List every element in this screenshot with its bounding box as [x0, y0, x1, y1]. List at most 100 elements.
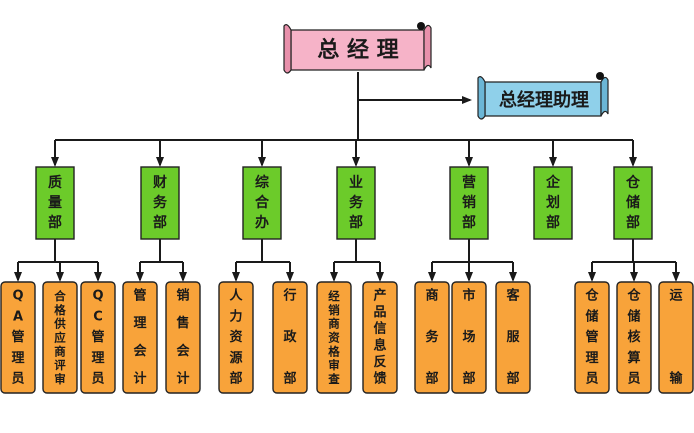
team-label-char: A — [13, 309, 23, 324]
team-label-char: 部 — [283, 371, 296, 387]
team-label-char: 息 — [373, 337, 386, 353]
assistant-label: 总经理助理 — [499, 89, 589, 111]
team-label-char: 应 — [54, 331, 66, 345]
team-label-char: C — [93, 309, 103, 324]
team-label-char: 客 — [506, 288, 520, 304]
department-label-char: 质 — [48, 174, 62, 191]
department-label-char: 业 — [349, 175, 363, 191]
team-label-char: 储 — [626, 308, 640, 324]
team-label-char: 核 — [627, 329, 640, 345]
department-label-char: 合 — [255, 194, 270, 211]
team-box: 运输 — [658, 281, 694, 394]
team-label-char: 评 — [54, 358, 66, 372]
department-box: 营销部 — [449, 166, 489, 240]
team-label-char: 理 — [11, 351, 24, 366]
department-label-char: 部 — [546, 214, 560, 231]
team-label-char: 反 — [373, 354, 386, 370]
team-label-char: 行 — [282, 288, 296, 304]
team-label-char: 市 — [462, 288, 475, 304]
team-label-char: 会 — [176, 343, 190, 359]
team-label-char: 人 — [229, 288, 243, 304]
assistant-banner: 总经理助理 — [477, 72, 609, 120]
team-label-char: 资 — [229, 329, 242, 345]
team-label-char: 仓 — [584, 288, 599, 304]
team-label-char: 理 — [133, 316, 146, 331]
department-label-char: 综 — [255, 174, 269, 191]
team-label-char: 部 — [506, 371, 519, 387]
department-label-char: 储 — [625, 194, 640, 211]
team-label-char: 管 — [585, 329, 598, 345]
department-label-char: 部 — [626, 214, 640, 231]
pin-icon — [417, 22, 425, 30]
team-label-char: 审 — [328, 358, 340, 372]
team-label-char: 仓 — [626, 288, 641, 304]
team-label-char: 销 — [328, 303, 340, 317]
team-label-char: 服 — [506, 330, 520, 345]
team-label-char: 商 — [54, 344, 66, 358]
department-label-char: 务 — [153, 194, 168, 211]
department-label-char: 销 — [462, 194, 476, 211]
team-label-char: 审 — [54, 372, 66, 386]
team-label-char: 部 — [462, 371, 475, 387]
department-label-char: 务 — [349, 194, 364, 211]
department-box: 质量部 — [35, 166, 75, 240]
team-label-char: 管 — [91, 329, 104, 345]
team-label-char: 销 — [176, 288, 189, 304]
team-label-char: 商 — [425, 288, 438, 304]
team-label-char: 产 — [373, 288, 386, 304]
department-label-char: 量 — [48, 195, 62, 211]
department-label-char: 营 — [462, 174, 476, 191]
ceo-banner: 总 经 理 — [283, 22, 432, 74]
team-label-char: Q — [92, 289, 103, 304]
team-label-char: 输 — [669, 371, 683, 387]
team-row: QA管理员合格供应商评审QC管理员管理会计销售会计人力资源部行政部经销商资格审查… — [0, 281, 694, 394]
team-label-char: 售 — [176, 315, 189, 331]
team-box: 商务部 — [414, 281, 450, 394]
team-label-char: 政 — [283, 329, 297, 345]
team-label-char: 算 — [627, 350, 640, 366]
team-label-char: 品 — [373, 305, 386, 320]
team-label-char: 合 — [54, 289, 66, 303]
team-label-char: 商 — [328, 317, 340, 331]
department-label-char: 部 — [48, 214, 62, 231]
team-label-char: 部 — [425, 371, 438, 387]
team-label-char: 力 — [229, 308, 242, 324]
department-label-char: 仓 — [625, 174, 641, 191]
team-label-char: Q — [12, 289, 23, 304]
team-label-char: 员 — [627, 372, 640, 387]
department-label-char: 财 — [152, 174, 167, 191]
department-box: 企划部 — [533, 166, 573, 240]
team-label-char: 信 — [373, 321, 386, 337]
department-label-char: 划 — [546, 194, 560, 211]
team-label-char: 供 — [53, 317, 66, 331]
team-label-char: 员 — [91, 372, 104, 387]
team-label-char: 计 — [176, 371, 189, 387]
team-label-char: 管 — [133, 288, 146, 304]
department-box: 综合办 — [242, 166, 282, 240]
team-label-char: 运 — [669, 289, 682, 304]
team-label-char: 会 — [133, 343, 147, 359]
team-label-char: 经 — [328, 289, 340, 303]
team-label-char: 查 — [327, 372, 340, 386]
team-label-char: 馈 — [373, 371, 386, 387]
pin-icon — [596, 72, 604, 80]
team-label-char: 理 — [91, 351, 104, 366]
team-label-char: 格 — [328, 344, 340, 358]
department-label-char: 企 — [545, 174, 561, 191]
connector-lines — [14, 72, 680, 282]
team-label-char: 员 — [11, 372, 24, 387]
team-label-char: 格 — [54, 303, 66, 317]
department-box: 仓储部 — [613, 166, 653, 240]
department-box: 财务部 — [140, 166, 180, 240]
team-label-char: 资 — [328, 331, 340, 345]
team-label-char: 理 — [585, 351, 598, 366]
team-label-char: 部 — [229, 371, 242, 387]
